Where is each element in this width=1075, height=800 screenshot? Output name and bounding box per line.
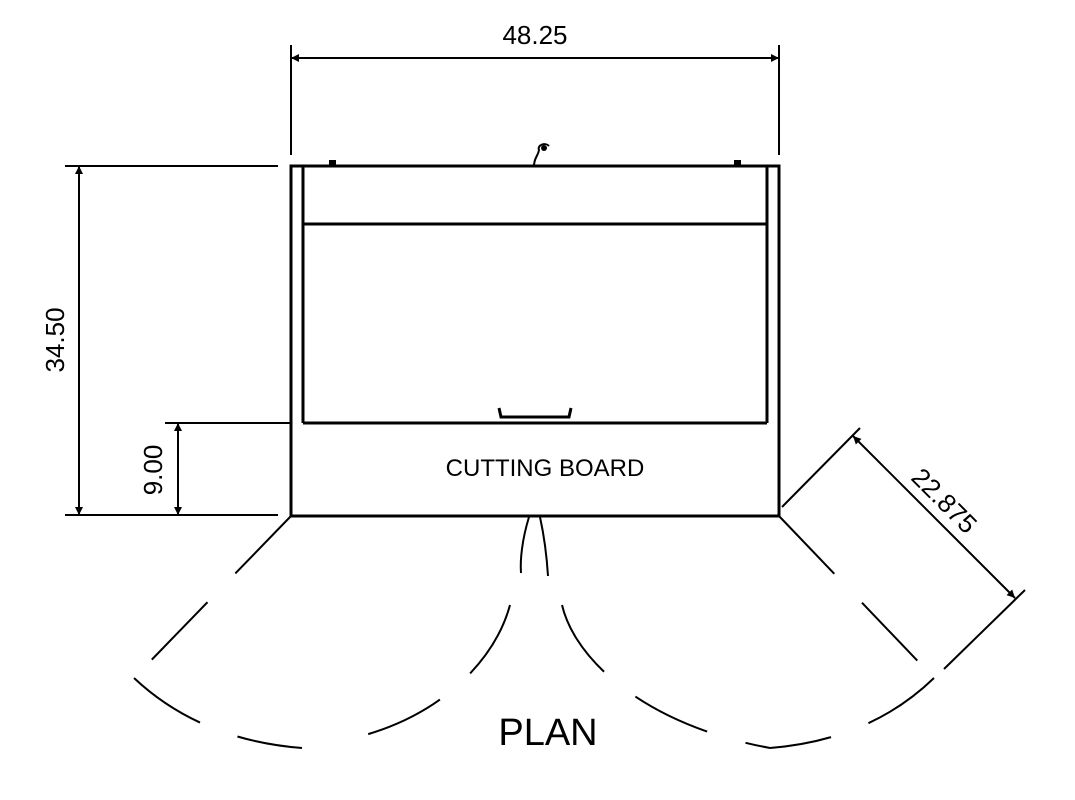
- cutting-board-dimension-value: 9.00: [138, 445, 168, 496]
- cutting-board-label: CUTTING BOARD: [446, 455, 645, 482]
- view-title: PLAN: [498, 712, 597, 754]
- depth-dimension-value: 34.50: [40, 307, 70, 372]
- center-cord-right: [539, 516, 549, 577]
- door-dimension-extension-bottom: [943, 589, 1026, 670]
- power-cord-top: [533, 143, 550, 167]
- drawer-handle-icon: [497, 407, 573, 419]
- cutting-board-dimension: 9.00: [138, 422, 290, 515]
- right-door-panel: [778, 515, 935, 679]
- door-swings: [133, 515, 935, 749]
- door-swing-dimension: 22.875: [781, 427, 1026, 670]
- door-dimension-extension-top: [781, 427, 861, 508]
- left-hinge-pin: [329, 160, 336, 167]
- right-door-arc: [769, 677, 935, 749]
- center-cord-left: [519, 516, 530, 574]
- width-dimension: 48.25: [290, 20, 780, 155]
- center-left-door-arc: [344, 604, 511, 741]
- depth-dimension: 34.50: [40, 165, 278, 516]
- center-right-door-arc: [561, 604, 771, 749]
- door-dimension-line: [852, 435, 1016, 599]
- left-door-panel: [133, 515, 292, 679]
- power-plug-icon: [541, 145, 547, 151]
- cabinet-body: CUTTING BOARD: [289, 143, 781, 518]
- left-door-arc: [133, 677, 303, 749]
- right-hinge-pin: [734, 160, 741, 167]
- width-dimension-value: 48.25: [502, 20, 567, 50]
